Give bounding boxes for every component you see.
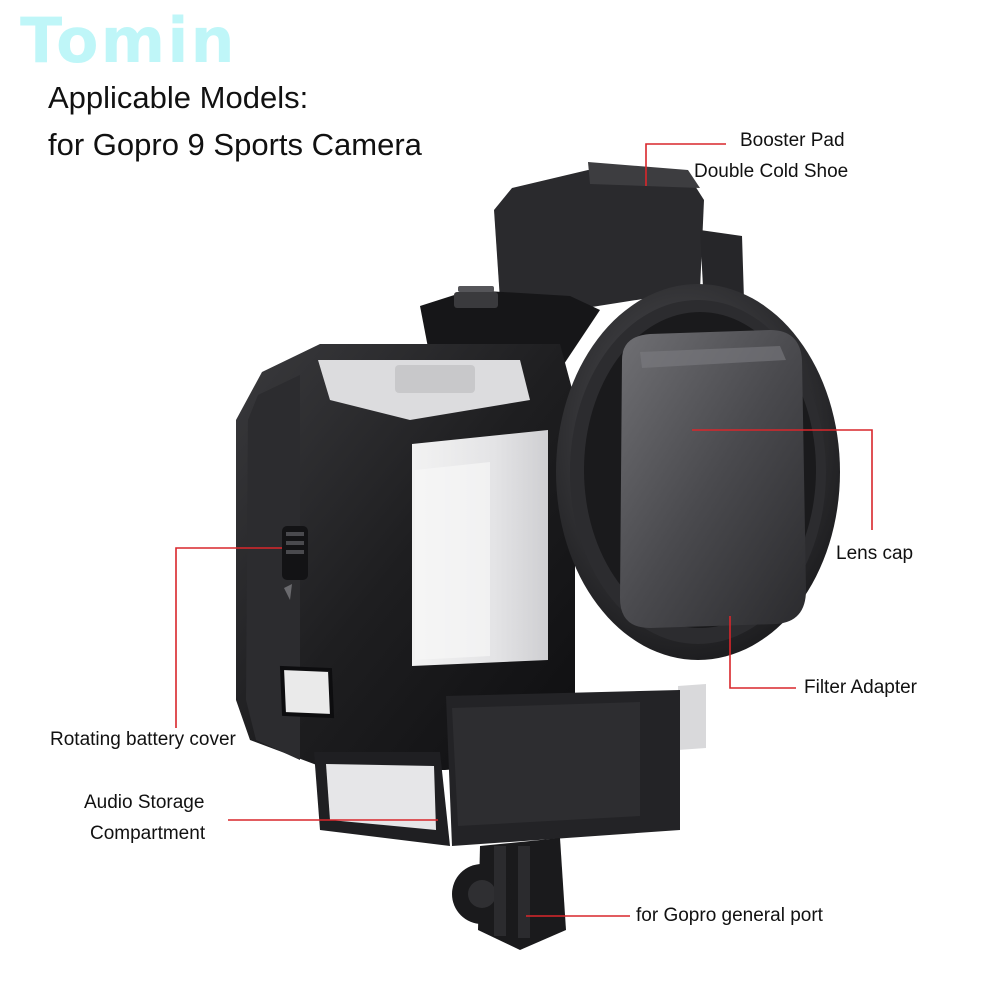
watermark: Tomin	[20, 4, 237, 77]
callout-leaders	[175, 143, 873, 917]
cold-shoe	[494, 162, 744, 312]
callout-gopro-port: for Gopro general port	[636, 905, 823, 926]
audio-compartment	[314, 690, 680, 846]
headline-line-1: Applicable Models:	[48, 80, 309, 115]
callout-rotating-battery-cover: Rotating battery cover	[50, 729, 236, 750]
leader-booster-pad	[645, 143, 726, 186]
callout-lens-cap: Lens cap	[836, 543, 914, 564]
callout-audio-storage-line-1: Audio Storage	[84, 792, 205, 813]
leader-filter-adapter	[729, 616, 796, 689]
callout-audio-storage-line-2: Compartment	[90, 823, 206, 844]
leader-battery-cover	[175, 547, 282, 728]
headline-line-2: for Gopro 9 Sports Camera	[48, 127, 422, 162]
callout-double-cold-shoe: Double Cold Shoe	[694, 161, 849, 182]
gopro-mount	[452, 838, 566, 950]
cage-body	[236, 344, 706, 770]
lens-cap	[620, 330, 806, 628]
leader-lens-cap	[692, 429, 873, 530]
callout-filter-adapter: Filter Adapter	[804, 677, 917, 698]
callout-booster-pad: Booster Pad	[740, 130, 845, 151]
